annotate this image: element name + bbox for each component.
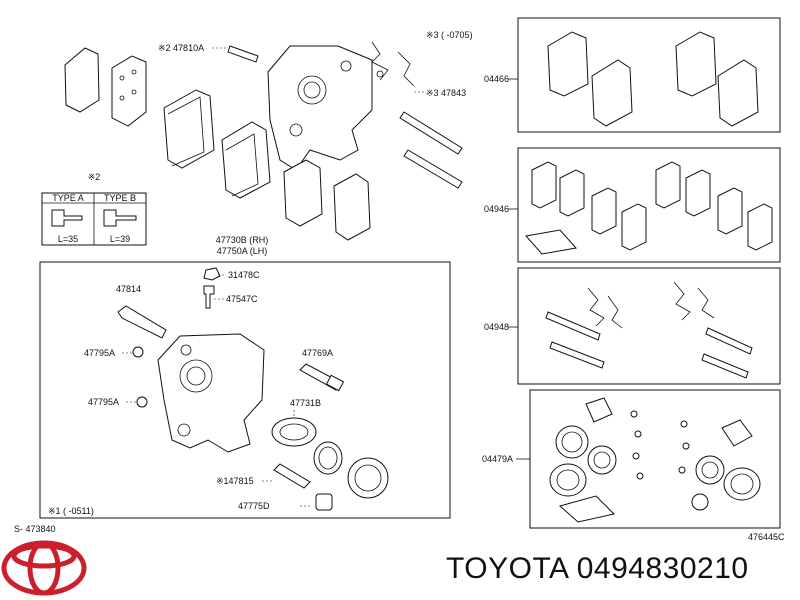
kit-04946-grease-pack [525,229,577,255]
kit-04946-shim-7 [717,187,743,235]
kit-04466-pad-4 [717,59,759,127]
washer-47795A-2 [136,396,148,408]
kit-label-04946: 04946 [484,204,509,214]
kit-04466-pad-1 [547,31,589,97]
shim-plate-1 [64,47,100,113]
label-47814: 47814 [116,284,141,294]
s-note: S- 473840 [14,524,56,534]
bleeder-cap-31478C [203,267,221,281]
kit-04466-pad-2 [591,59,633,127]
type-a-bolt [51,209,83,227]
type-b-bolt [103,209,137,227]
kit-04479A-bushing-1 [585,397,613,423]
kit-04948-spring-1 [587,287,605,327]
type-header: ※2 [88,172,101,182]
kit-04946-shim-8 [747,203,773,251]
label-47843: ※3 47843 [426,88,466,98]
kit-04946-shim-6 [685,169,711,217]
kit-box-04479A [529,389,781,529]
kit-04466-pad-3 [675,31,717,97]
kit-04948-pin-1 [545,311,601,341]
kit-box-04946 [517,147,781,263]
brake-pad-1 [163,89,215,169]
kit-04479A-boot-2 [723,467,761,501]
label-47795A-2: 47795A [88,397,119,407]
label-47547C: 47547C [226,294,258,304]
kit-04946-shim-4 [621,203,647,251]
kit-04946-shim-1 [531,161,557,209]
caliper-rh-label: 47730B (RH) [216,235,269,245]
guide-pin-2 [403,149,463,189]
guide-pin-1 [399,111,463,155]
kit-04948-spring-4 [697,287,715,319]
slide-bolt-47814 [117,305,167,339]
type-b-label: TYPE B [104,193,136,203]
kit-04948-pin-2 [549,341,605,369]
piston-47731B [271,417,317,447]
kit-box-04466 [517,17,781,133]
caliper-assembly-box [39,261,451,519]
kit-label-04479A: 04479A [482,454,513,464]
label-47731B: 47731B [290,398,321,408]
kit-04479A-bushing-2 [721,419,753,447]
diagram-id: 476445C [748,532,785,542]
label-47810A: ※2 47810A [158,43,204,53]
kit-label-04466: 04466 [484,74,509,84]
shim-plate-4 [333,173,371,241]
kit-04479A-boot-1 [549,463,587,497]
kit-04479A-cap [691,493,709,511]
bolt-47810A [227,45,259,63]
note-bottom: ※1 ( -0511) [48,506,94,516]
caliper-lh-label: 47750A (LH) [217,246,268,256]
label-47775D: 47775D [238,501,270,511]
label-147815: ※147815 [216,476,254,486]
bushing-47775D [315,493,333,511]
dust-boot [347,457,389,499]
kit-04479A-grease-pack [558,495,615,523]
type-a-label: TYPE A [52,193,84,203]
brand-part-number: TOYOTA 0494830210 [446,552,749,585]
label-47769A: 47769A [302,348,333,358]
kit-04948-pin-4 [701,353,749,379]
label-47795A-1: 47795A [84,348,115,358]
type-a-length: L=35 [58,234,78,244]
type-b-length: L=39 [110,234,130,244]
brake-pad-2 [221,121,271,199]
kit-04946-shim-5 [655,161,681,209]
kit-04479A-seal-3 [695,455,725,485]
kit-04946-shim-3 [591,187,617,235]
label-31478C: 31478C [228,270,260,280]
kit-box-04948 [517,267,781,385]
kit-04948-spring-3 [673,281,691,321]
kit-04479A-seal-2 [587,445,617,475]
bleeder-screw-47547C [203,285,215,309]
washer-47795A-1 [132,346,144,358]
kit-04479A-seal-1 [555,425,589,459]
kit-04948-pin-3 [705,327,753,355]
pin-147815 [273,463,311,489]
shim-plate-3 [283,159,323,227]
caliper-body [157,333,265,453]
kit-04946-shim-2 [559,169,585,217]
toyota-logo [1,540,87,596]
clip-spring [371,41,389,81]
kit-04948-spring-2 [607,295,623,329]
note-top: ※3 ( -0705) [426,30,473,40]
shim-plate-2 [111,55,147,127]
piston-seal [313,441,343,475]
caliper-bracket-top [267,45,373,171]
kit-label-04948: 04948 [484,322,509,332]
